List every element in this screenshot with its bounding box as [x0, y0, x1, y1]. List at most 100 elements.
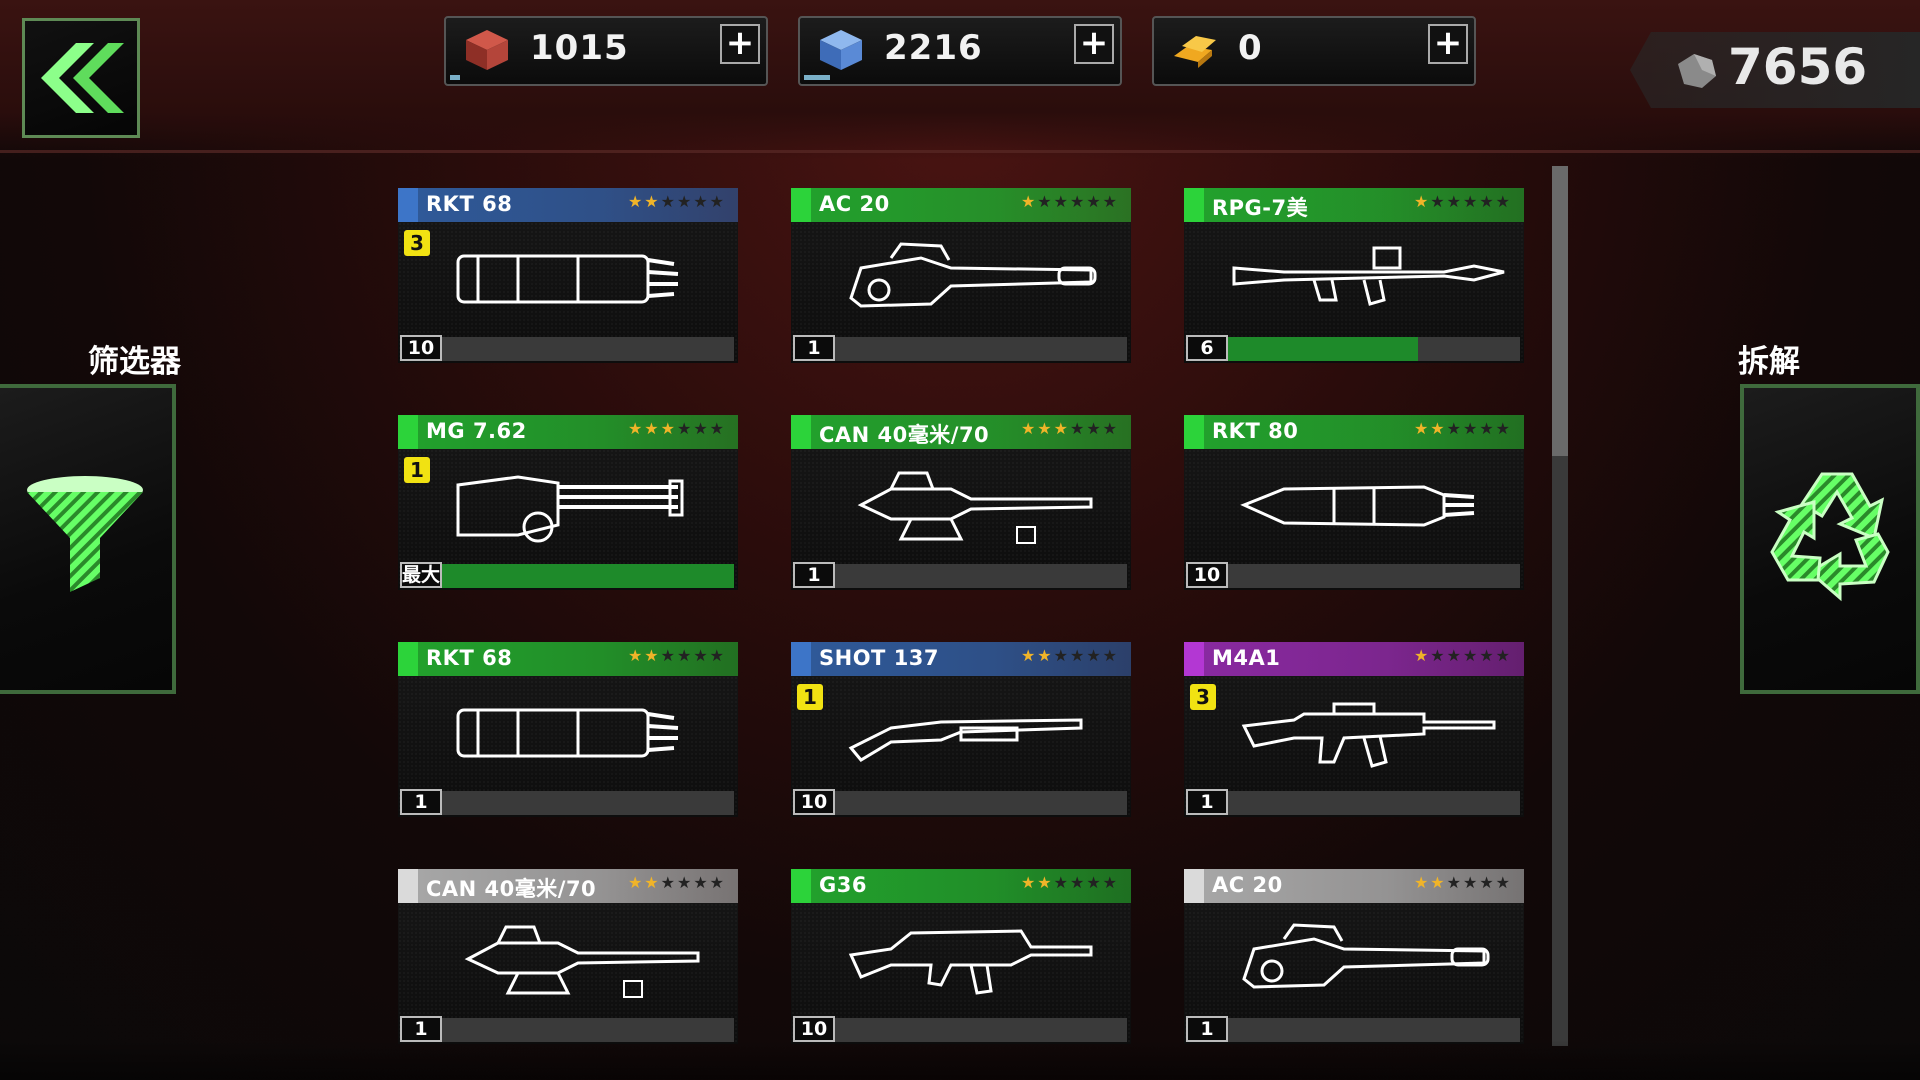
- star-icon: ★: [1446, 646, 1463, 665]
- star-icon: ★: [627, 192, 645, 211]
- weapon-name: M4A1: [1212, 646, 1281, 670]
- weapon-stars: ★★★★★★: [628, 192, 726, 211]
- weapon-card[interactable]: AC 20★★★★★★1: [1184, 869, 1524, 1044]
- star-icon: ★: [1430, 646, 1447, 665]
- weapon-badge: 1: [797, 684, 823, 710]
- star-icon: ★: [1053, 646, 1070, 665]
- resource-value: 1015: [530, 28, 629, 68]
- resource-blue-crates: 2216 +: [798, 16, 1122, 86]
- top-divider: [0, 150, 1920, 153]
- weapon-card[interactable]: RKT 68★★★★★★1: [398, 642, 738, 817]
- weapon-badge: 1: [404, 457, 430, 483]
- add-resource-button[interactable]: +: [720, 24, 760, 64]
- star-icon: ★: [1413, 646, 1431, 665]
- gear-panel: [1630, 32, 1920, 108]
- weapon-name: AC 20: [819, 192, 890, 216]
- star-icon: ★: [709, 419, 726, 438]
- star-icon: ★: [1495, 419, 1512, 438]
- g36-icon: [848, 929, 1093, 995]
- weapon-stars: ★★★★★★: [628, 873, 726, 892]
- weapon-header: MG 7.62★★★★★★: [398, 415, 738, 449]
- resource-gold: 0 +: [1152, 16, 1476, 86]
- rarity-stripe: [791, 642, 811, 676]
- star-icon: ★: [644, 419, 661, 438]
- weapon-header: RPG-7美★★★★★★: [1184, 188, 1524, 222]
- star-icon: ★: [1479, 192, 1496, 211]
- star-icon: ★: [1102, 192, 1119, 211]
- star-icon: ★: [627, 419, 645, 438]
- star-icon: ★: [1102, 873, 1119, 892]
- upgrade-progress: [835, 791, 1127, 815]
- weapon-level: 10: [400, 335, 442, 361]
- resource-value: 0: [1238, 28, 1263, 68]
- weapon-name: G36: [819, 873, 867, 897]
- star-icon: ★: [1462, 873, 1480, 892]
- filter-button[interactable]: [0, 384, 176, 694]
- minigun-icon: [456, 475, 684, 543]
- weapon-header: SHOT 137★★★★★★: [791, 642, 1131, 676]
- weapon-name: RKT 68: [426, 646, 513, 670]
- weapon-header: RKT 68★★★★★★: [398, 642, 738, 676]
- weapon-header: RKT 68★★★★★★: [398, 188, 738, 222]
- star-icon: ★: [1069, 192, 1087, 211]
- rocket-pod-icon: [456, 708, 679, 758]
- rarity-stripe: [1184, 188, 1204, 222]
- weapon-card[interactable]: G36★★★★★★10: [791, 869, 1131, 1044]
- star-icon: ★: [1413, 873, 1431, 892]
- star-icon: ★: [1053, 419, 1070, 438]
- star-icon: ★: [709, 873, 726, 892]
- star-icon: ★: [1413, 192, 1431, 211]
- weapon-name: AC 20: [1212, 873, 1283, 897]
- star-icon: ★: [660, 419, 677, 438]
- recycle-icon: [1770, 472, 1890, 602]
- star-icon: ★: [693, 419, 710, 438]
- weapon-header: AC 20★★★★★★: [791, 188, 1131, 222]
- weapon-name: MG 7.62: [426, 419, 527, 443]
- add-resource-button[interactable]: +: [1428, 24, 1468, 64]
- star-icon: ★: [644, 192, 661, 211]
- weapon-header: M4A1★★★★★★: [1184, 642, 1524, 676]
- bottom-shade: [0, 1040, 1920, 1080]
- star-icon: ★: [1020, 646, 1038, 665]
- star-icon: ★: [676, 419, 694, 438]
- weapon-name: CAN 40毫米/70: [426, 877, 597, 901]
- scrollbar-thumb[interactable]: [1552, 166, 1568, 456]
- star-icon: ★: [693, 873, 710, 892]
- weapon-card[interactable]: RKT 80★★★★★★10: [1184, 415, 1524, 590]
- dismantle-button[interactable]: [1740, 384, 1920, 694]
- weapon-card[interactable]: RPG-7美★★★★★★6: [1184, 188, 1524, 363]
- resource-crates: 1015 +: [444, 16, 768, 86]
- filter-label: 筛选器: [88, 344, 181, 380]
- upgrade-progress-fill: [1228, 337, 1418, 361]
- weapon-card[interactable]: AC 20★★★★★★1: [791, 188, 1131, 363]
- gear-count: 7656: [1728, 38, 1868, 96]
- weapon-stars: ★★★★★★: [1021, 873, 1119, 892]
- upgrade-progress: [1228, 1018, 1520, 1042]
- star-icon: ★: [1086, 419, 1103, 438]
- autocannon-icon: [849, 242, 1097, 308]
- weapon-badge: 3: [404, 230, 430, 256]
- shotgun-icon: [848, 718, 1083, 762]
- weapon-level: 10: [793, 789, 835, 815]
- weapon-level: 1: [793, 335, 835, 361]
- star-icon: ★: [1479, 646, 1496, 665]
- add-resource-button[interactable]: +: [1074, 24, 1114, 64]
- rarity-stripe: [398, 869, 418, 903]
- weapon-card[interactable]: CAN 40毫米/70★★★★★★1: [398, 869, 738, 1044]
- rifle-icon: [1241, 702, 1496, 768]
- scrollbar[interactable]: [1552, 166, 1568, 1046]
- rarity-stripe: [1184, 869, 1204, 903]
- weapon-card[interactable]: CAN 40毫米/70★★★★★★1: [791, 415, 1131, 590]
- star-icon: ★: [1479, 873, 1496, 892]
- upgrade-progress: [442, 337, 734, 361]
- rarity-stripe: [1184, 642, 1204, 676]
- upgrade-progress: [835, 1018, 1127, 1042]
- back-button[interactable]: [22, 18, 140, 138]
- weapon-header: CAN 40毫米/70★★★★★★: [791, 415, 1131, 449]
- weapon-stars: ★★★★★★: [628, 419, 726, 438]
- weapon-card[interactable]: RKT 68★★★★★★ 3 10: [398, 188, 738, 363]
- star-icon: ★: [1430, 873, 1447, 892]
